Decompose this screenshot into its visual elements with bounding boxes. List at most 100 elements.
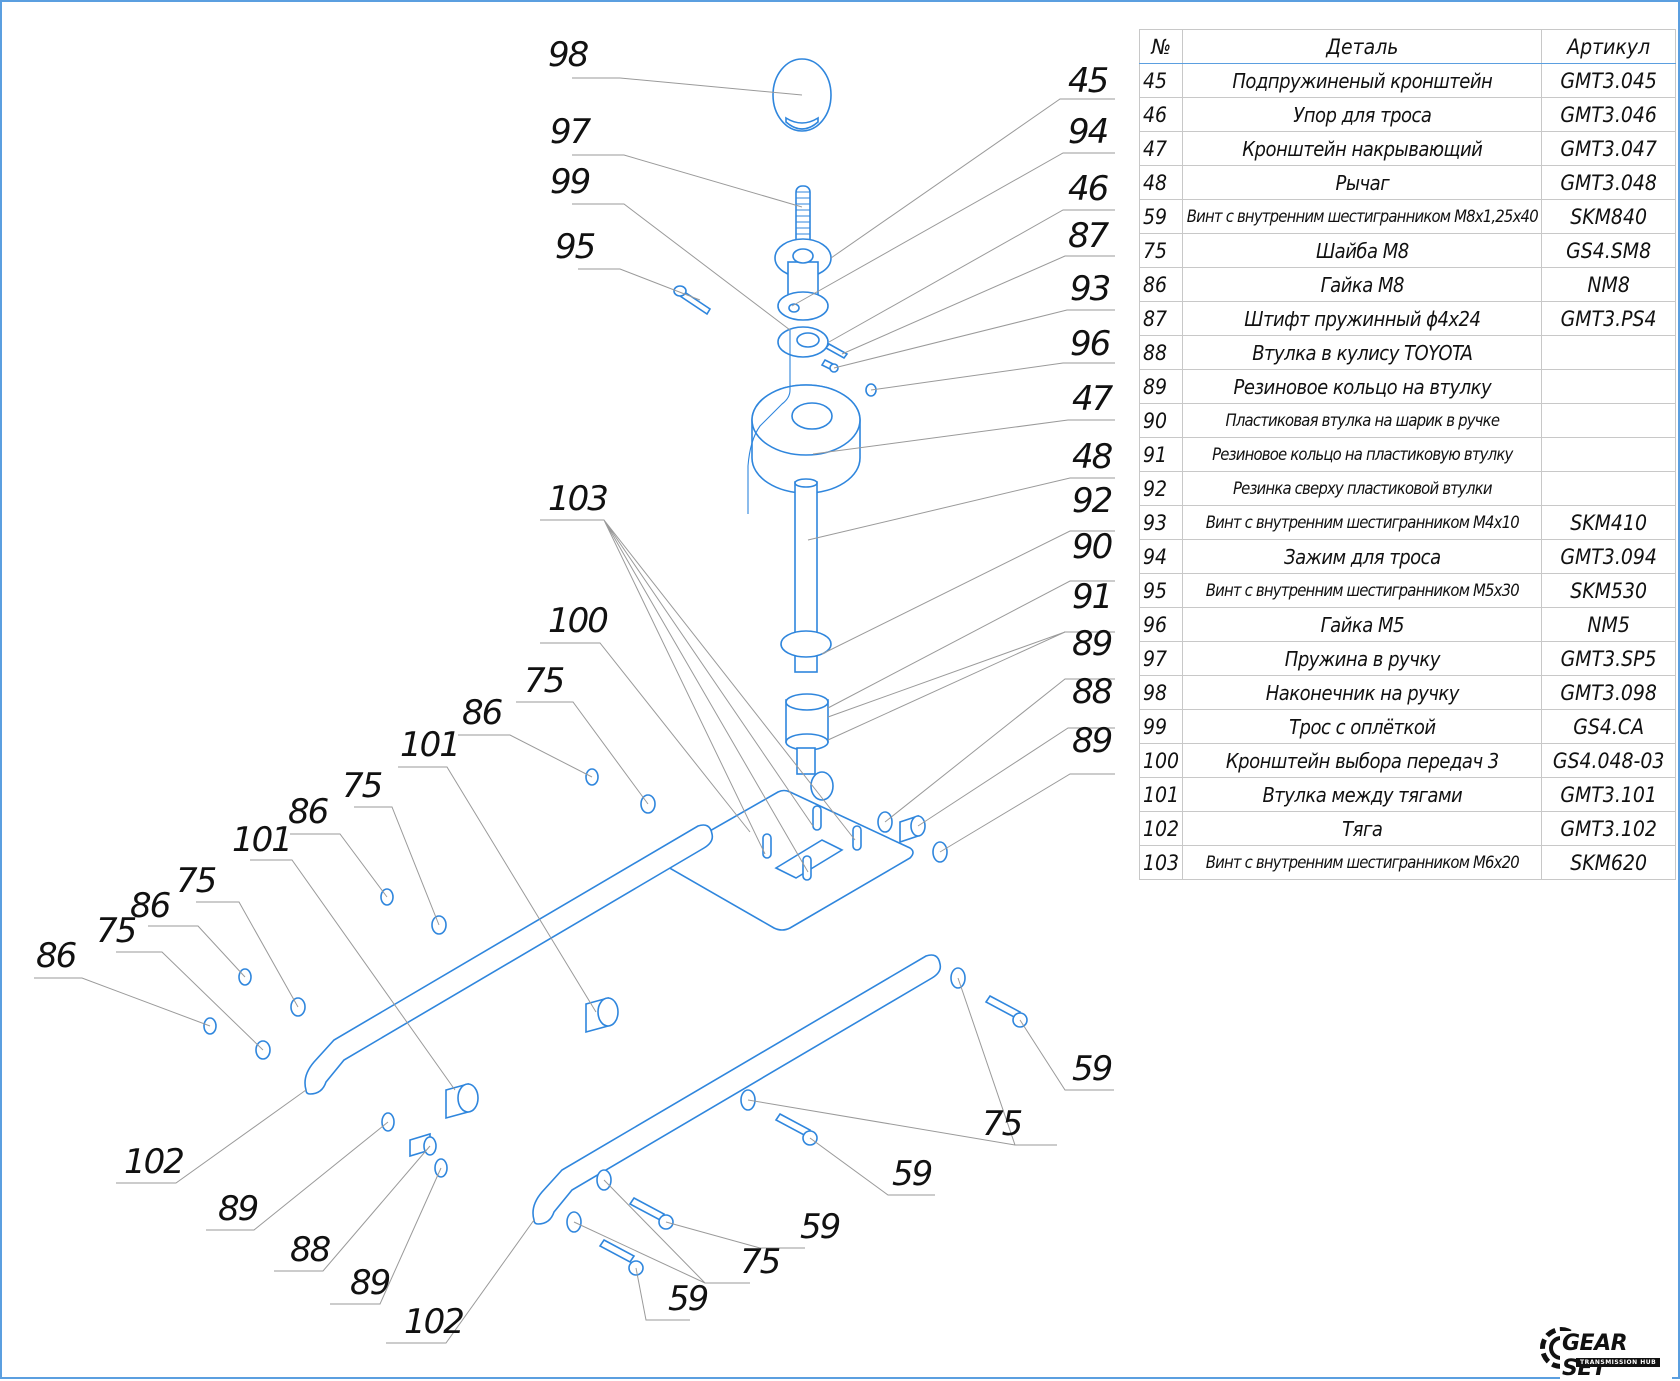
callout-75-e: 75 xyxy=(982,1104,1022,1144)
cell-number: 86 xyxy=(1138,267,1184,302)
callout-45: 45 xyxy=(1068,61,1108,101)
part-92-rubber-ring xyxy=(780,630,832,658)
cell-number: 48 xyxy=(1138,165,1184,200)
cell-part: Упор для троса xyxy=(1182,97,1543,132)
callout-92: 92 xyxy=(1072,481,1112,521)
cell-number: 95 xyxy=(1138,573,1184,608)
parts-layer xyxy=(203,58,1028,1276)
callout-90: 90 xyxy=(1072,527,1112,567)
callout-89-b: 89 xyxy=(1072,721,1112,761)
callout-98: 98 xyxy=(548,35,589,75)
cell-part: Шайба М8 xyxy=(1182,233,1543,268)
cell-article xyxy=(1541,437,1676,472)
cell-article xyxy=(1541,369,1676,404)
callout-75-c: 75 xyxy=(176,861,216,901)
cell-part: Наконечник на ручку xyxy=(1182,675,1543,710)
cell-article: SKM620 xyxy=(1541,845,1676,880)
callout-95: 95 xyxy=(555,227,595,267)
cell-part: Втулка в кулису TOYOTA xyxy=(1182,335,1543,370)
callouts: 98 97 99 95 103 100 75 86 101 75 86 101 … xyxy=(36,35,1116,1342)
part-88-bushing-right xyxy=(899,814,926,844)
callout-86-b: 86 xyxy=(288,792,329,832)
callout-96: 96 xyxy=(1070,324,1111,364)
callout-94: 94 xyxy=(1068,112,1108,152)
callout-101-a: 101 xyxy=(400,725,459,765)
cell-number: 59 xyxy=(1138,199,1184,234)
cell-number: 90 xyxy=(1138,403,1184,438)
cell-number: 102 xyxy=(1138,811,1184,846)
cell-number: 94 xyxy=(1138,539,1184,574)
cell-article: NM5 xyxy=(1541,607,1676,642)
part-99-braided-cable xyxy=(747,330,791,514)
callout-59-a: 59 xyxy=(1072,1049,1112,1089)
cell-article: SKM530 xyxy=(1541,573,1676,608)
cell-part: Кронштейн выбора передач 3 xyxy=(1182,743,1543,778)
part-59-screw-2 xyxy=(774,1112,818,1146)
cell-article: GMT3.SP5 xyxy=(1541,641,1676,676)
cell-part: Гайка М8 xyxy=(1182,267,1543,302)
cell-article: GMT3.098 xyxy=(1541,675,1676,710)
part-102-link-lower xyxy=(532,954,942,1225)
cell-part: Штифт пружинный ϕ4x24 xyxy=(1182,301,1543,336)
callout-88-a: 88 xyxy=(1072,672,1113,712)
header-part: Деталь xyxy=(1182,29,1543,64)
cell-article xyxy=(1541,403,1676,438)
cell-article: GS4.CA xyxy=(1541,709,1676,744)
header-article: Артикул xyxy=(1541,29,1676,64)
part-101-bushing-1 xyxy=(585,996,619,1034)
cell-article: GMT3.101 xyxy=(1541,777,1676,812)
callout-89-a: 89 xyxy=(1072,624,1112,664)
cell-part: Подпружиненый кронштейн xyxy=(1182,63,1543,98)
callout-97: 97 xyxy=(550,112,592,152)
cell-part: Винт с внутренним шестигранником M6x20 xyxy=(1182,845,1543,880)
leader-lines xyxy=(34,77,1115,1344)
cell-part: Винт с внутренним шестигранником M4x10 xyxy=(1182,505,1543,540)
callout-89-c: 89 xyxy=(218,1189,258,1229)
cell-part: Тяга xyxy=(1182,811,1543,846)
cell-article xyxy=(1541,335,1676,370)
cell-part: Пружина в ручку xyxy=(1182,641,1543,676)
cell-article: GS4.SM8 xyxy=(1541,233,1676,268)
callout-59-d: 59 xyxy=(668,1279,708,1319)
cell-number: 88 xyxy=(1138,335,1184,370)
header-number: № xyxy=(1138,29,1184,64)
cell-number: 75 xyxy=(1138,233,1184,268)
table-header-row: № Деталь Артикул xyxy=(1138,29,1676,64)
callout-59-b: 59 xyxy=(892,1154,932,1194)
part-48-lever-bottom xyxy=(796,747,834,801)
cell-part: Втулка между тягами xyxy=(1182,777,1543,812)
cell-number: 46 xyxy=(1138,97,1184,132)
callout-86-c: 86 xyxy=(130,886,171,926)
callout-86-a: 86 xyxy=(462,693,503,733)
callout-101-b: 101 xyxy=(232,820,291,860)
cell-part: Гайка М5 xyxy=(1182,607,1543,642)
callout-89-d: 89 xyxy=(350,1263,390,1303)
cell-number: 92 xyxy=(1138,471,1184,506)
cell-part: Пластиковая втулка на шарик в ручке xyxy=(1182,403,1543,438)
cell-number: 47 xyxy=(1138,131,1184,166)
callout-75-a: 75 xyxy=(524,661,564,701)
part-47-cover-bracket xyxy=(751,384,861,494)
cell-article: GMT3.102 xyxy=(1541,811,1676,846)
cell-part: Винт с внутренним шестигранником M8x1,25… xyxy=(1182,199,1543,234)
callout-103: 103 xyxy=(548,479,607,519)
